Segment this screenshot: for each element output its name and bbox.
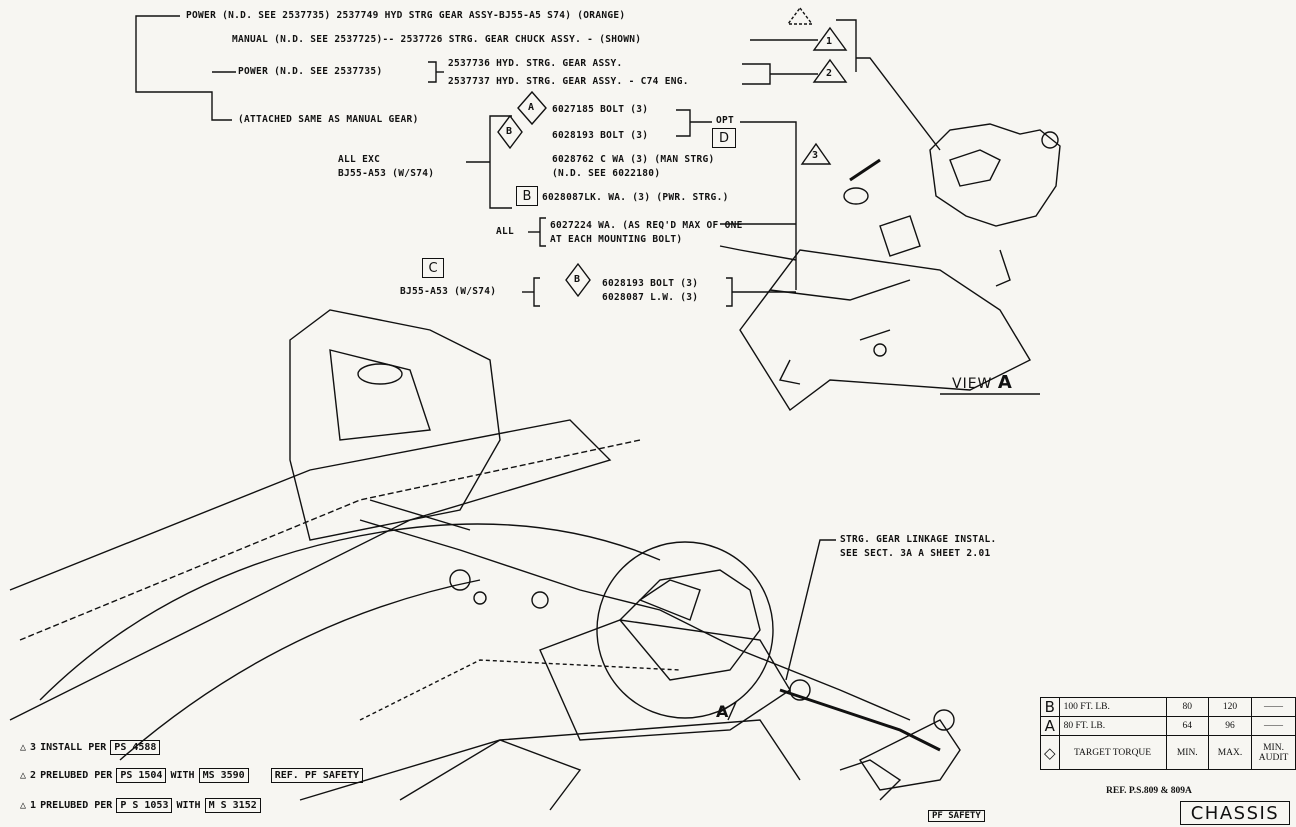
triangle-3-number: 3 xyxy=(812,150,819,161)
all-exc-label: ALL EXC xyxy=(338,154,381,165)
diamond-a-letter: A xyxy=(528,102,535,113)
lock-washer-label: 6028087LK. WA. (3) (PWR. STRG.) xyxy=(542,192,729,203)
washer-all-1-label: 6027224 WA. (AS REQ'D MAX OF ONE xyxy=(550,220,743,231)
reference-label: REF. P.S.809 & 809A xyxy=(1106,786,1192,796)
power-sub-1-label: 2537736 HYD. STRG. GEAR ASSY. xyxy=(448,58,623,69)
diamond-b-letter-2: B xyxy=(574,274,581,285)
note-1-text: PRELUBED PER xyxy=(40,800,113,811)
torque-table: B 100 FT. LB. 80 120 —— A 80 FT. LB. 64 … xyxy=(1040,697,1296,770)
note-3-text: INSTALL PER xyxy=(40,742,107,753)
torque-min: 64 xyxy=(1165,716,1209,736)
note-2-text: PRELUBED PER xyxy=(40,770,113,781)
torque-symbol: A xyxy=(1040,716,1060,736)
triangle-1-number: 1 xyxy=(826,36,833,47)
washer-all-2-label: AT EACH MOUNTING BOLT) xyxy=(550,234,683,245)
triangle-icon: △ xyxy=(20,742,27,753)
power-sub-label: POWER (N.D. SEE 2537735) xyxy=(238,66,383,77)
linkage-note-2: SEE SECT. 3A A SHEET 2.01 xyxy=(840,548,991,559)
note-1-spec2: M S 3152 xyxy=(204,798,261,813)
linkage-note-1: STRG. GEAR LINKAGE INSTAL. xyxy=(840,534,997,545)
torque-audit: MIN. AUDIT xyxy=(1251,735,1296,770)
note-2-ref: REF. PF SAFETY xyxy=(270,768,364,783)
c-bolt-label: 6028193 BOLT (3) xyxy=(602,278,699,289)
opt-label: OPT xyxy=(716,115,735,126)
callout-a-label: A xyxy=(716,702,729,721)
diamond-b-letter: B xyxy=(506,126,513,137)
bolt-2-label: 6028193 BOLT (3) xyxy=(552,130,649,141)
note-2-num: 2 xyxy=(30,770,37,781)
manual-label: MANUAL (N.D. SEE 2537725)-- 2537726 STRG… xyxy=(232,34,642,45)
torque-max: 96 xyxy=(1207,716,1253,736)
power-main-label: POWER (N.D. SEE 2537735) 2537749 HYD STR… xyxy=(186,10,626,21)
triangle-icon: △ xyxy=(20,800,27,811)
pf-safety-tag: PF SAFETY xyxy=(928,810,985,822)
torque-min: MIN. xyxy=(1165,735,1209,770)
note-2-spec2: MS 3590 xyxy=(198,768,249,783)
torque-desc: 100 FT. LB. xyxy=(1058,697,1167,717)
washer-1b-label: (N.D. SEE 6022180) xyxy=(552,168,661,179)
washer-1-label: 6028762 C WA (3) (MAN STRG) xyxy=(552,154,715,165)
note-3: △3 INSTALL PER PS 4588 xyxy=(20,740,161,755)
torque-symbol: ◇ xyxy=(1040,735,1060,770)
bolt-1-label: 6027185 BOLT (3) xyxy=(552,104,649,115)
note-2-spec: PS 1504 xyxy=(116,768,167,783)
attached-label: (ATTACHED SAME AS MANUAL GEAR) xyxy=(238,114,419,125)
note-1-num: 1 xyxy=(30,800,37,811)
c-model-label: BJ55-A53 (W/S74) xyxy=(400,286,497,297)
torque-symbol: B xyxy=(1040,697,1060,717)
triangle-icon: △ xyxy=(20,770,27,781)
torque-row: A 80 FT. LB. 64 96 —— xyxy=(1040,716,1296,736)
torque-desc: TARGET TORQUE xyxy=(1058,735,1167,770)
note-1: △1 PRELUBED PER P S 1053 WITH M S 3152 xyxy=(20,798,261,813)
letter-c-box: C xyxy=(422,258,444,278)
all-exc-model-label: BJ55-A53 (W/S74) xyxy=(338,168,435,179)
power-sub-2-label: 2537737 HYD. STRG. GEAR ASSY. - C74 ENG. xyxy=(448,76,689,87)
chassis-title: CHASSIS xyxy=(1180,801,1290,825)
torque-audit: —— xyxy=(1251,716,1296,736)
note-3-num: 3 xyxy=(30,742,37,753)
torque-row: ◇ TARGET TORQUE MIN. MAX. MIN. AUDIT xyxy=(1040,735,1296,770)
torque-max: 120 xyxy=(1207,697,1253,717)
torque-min: 80 xyxy=(1165,697,1209,717)
view-a-label: VIEW A xyxy=(952,372,1013,393)
torque-desc: 80 FT. LB. xyxy=(1058,716,1167,736)
note-3-spec: PS 4588 xyxy=(110,740,161,755)
torque-audit: —— xyxy=(1251,697,1296,717)
triangle-2-number: 2 xyxy=(826,68,833,79)
note-2: △2 PRELUBED PER PS 1504 WITH MS 3590 REF… xyxy=(20,768,364,783)
letter-d-box: D xyxy=(712,128,736,148)
all-label: ALL xyxy=(496,226,515,237)
torque-max: MAX. xyxy=(1207,735,1253,770)
c-lock-washer-label: 6028087 L.W. (3) xyxy=(602,292,699,303)
note-1-spec: P S 1053 xyxy=(116,798,173,813)
note-2-with: WITH xyxy=(170,770,195,781)
letter-b-box: B xyxy=(516,186,538,206)
torque-row: B 100 FT. LB. 80 120 —— xyxy=(1040,697,1296,717)
note-1-with: WITH xyxy=(176,800,201,811)
